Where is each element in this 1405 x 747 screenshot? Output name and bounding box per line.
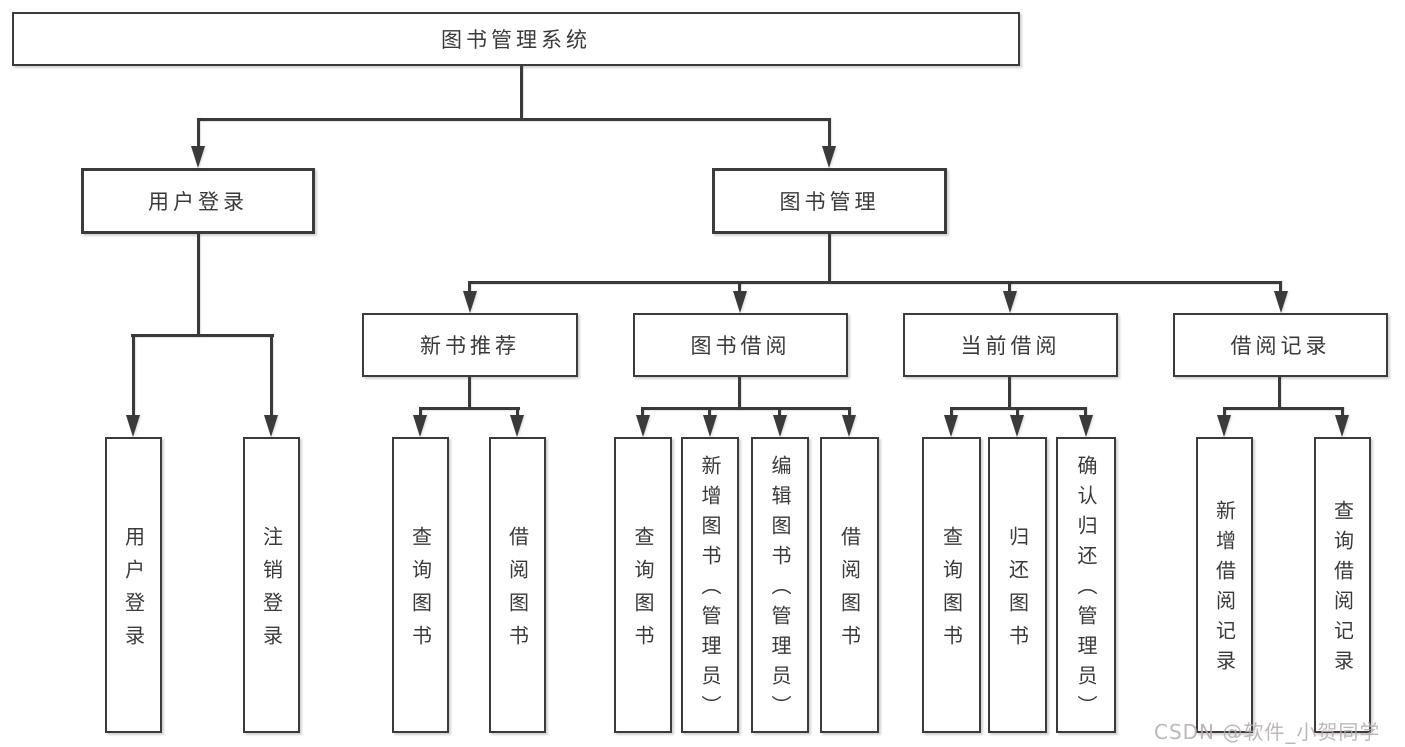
leaf-borrow-add-books-admin-label: 新增图书（管理员） bbox=[698, 455, 722, 725]
arrowhead-nb-borrow-icon bbox=[510, 415, 524, 437]
leaf-borrow-add-books-admin: 新增图书（管理员） bbox=[681, 437, 739, 733]
connector-borrow-stem bbox=[738, 377, 741, 410]
connector-to-newbook bbox=[468, 281, 471, 293]
leaf-current-confirm-return-admin-label: 确认归还（管理员） bbox=[1074, 455, 1098, 725]
connector-to-cu-confirm bbox=[1084, 407, 1087, 417]
leaf-current-query-books: 查询图书 bbox=[922, 437, 981, 733]
node-user-login: 用户登录 bbox=[81, 168, 315, 234]
node-book-borrow: 图书借阅 bbox=[633, 313, 848, 377]
connector-to-leaf-user-login bbox=[132, 334, 135, 417]
node-new-book-recommend: 新书推荐 bbox=[362, 313, 578, 377]
leaf-borrow-borrow-books-label: 借阅图书 bbox=[837, 525, 862, 658]
connector-to-records bbox=[1279, 281, 1282, 293]
leaf-logout: 注销登录 bbox=[243, 437, 300, 733]
connector-root-branch bbox=[197, 118, 831, 121]
leaf-borrow-borrow-books: 借阅图书 bbox=[820, 437, 879, 733]
arrowhead-bw-edit-icon bbox=[773, 415, 787, 437]
connector-records-branch bbox=[1223, 407, 1344, 410]
connector-to-leaf-logout bbox=[270, 334, 273, 417]
arrowhead-cu-query-icon bbox=[944, 415, 958, 437]
leaf-current-query-books-label: 查询图书 bbox=[939, 525, 964, 658]
leaf-records-query-record: 查询借阅记录 bbox=[1314, 437, 1371, 733]
csdn-watermark: CSDN @软件_小贺同学 bbox=[1154, 720, 1381, 744]
arrowhead-records-icon bbox=[1274, 291, 1288, 313]
connector-login-stem bbox=[197, 234, 200, 337]
node-borrow-records: 借阅记录 bbox=[1173, 313, 1388, 377]
node-borrow-records-label: 借阅记录 bbox=[1230, 334, 1331, 358]
connector-to-cu-return bbox=[1016, 407, 1019, 417]
arrowhead-leaf-logout-icon bbox=[264, 415, 278, 437]
node-current-borrow: 当前借阅 bbox=[903, 313, 1118, 377]
leaf-newbook-borrow-books-label: 借阅图书 bbox=[505, 525, 530, 658]
connector-to-bw-add bbox=[708, 407, 711, 417]
leaf-borrow-edit-books-admin: 编辑图书（管理员） bbox=[751, 437, 809, 733]
arrowhead-leaf-user-login-icon bbox=[126, 415, 140, 437]
connector-to-rc-add bbox=[1223, 407, 1226, 417]
leaf-records-add-record-label: 新增借阅记录 bbox=[1212, 500, 1237, 680]
connector-management-branch bbox=[468, 281, 1282, 284]
arrowhead-cu-confirm-icon bbox=[1079, 415, 1093, 437]
arrowhead-current-icon bbox=[1003, 291, 1017, 313]
node-book-borrow-label: 图书借阅 bbox=[690, 334, 791, 358]
leaf-borrow-query-books-label: 查询图书 bbox=[631, 525, 655, 658]
leaf-user-login: 用户登录 bbox=[105, 437, 162, 733]
connector-to-user-login bbox=[197, 118, 200, 148]
arrowhead-book-management-icon bbox=[822, 146, 836, 168]
leaf-current-return-books-label: 归还图书 bbox=[1005, 525, 1030, 658]
connector-to-nb-borrow bbox=[516, 407, 519, 417]
connector-to-rc-query bbox=[1341, 407, 1344, 417]
node-root-label: 图书管理系统 bbox=[441, 28, 591, 52]
leaf-records-add-record: 新增借阅记录 bbox=[1196, 437, 1253, 733]
leaf-newbook-query-books: 查询图书 bbox=[392, 437, 449, 733]
leaf-logout-label: 注销登录 bbox=[259, 525, 284, 658]
connector-records-stem bbox=[1278, 377, 1281, 410]
arrowhead-bw-query-icon bbox=[636, 415, 650, 437]
arrowhead-cu-return-icon bbox=[1010, 415, 1024, 437]
connector-to-current bbox=[1008, 281, 1011, 293]
arrowhead-newbook-icon bbox=[463, 291, 477, 313]
connector-to-bw-edit bbox=[778, 407, 781, 417]
connector-to-book-management bbox=[828, 118, 831, 148]
leaf-user-login-label: 用户登录 bbox=[121, 525, 146, 658]
connector-current-stem bbox=[1008, 377, 1011, 410]
leaf-newbook-query-books-label: 查询图书 bbox=[408, 525, 433, 658]
leaf-current-return-books: 归还图书 bbox=[988, 437, 1047, 733]
connector-root-stem bbox=[520, 66, 523, 118]
connector-newbook-stem bbox=[468, 377, 471, 410]
arrowhead-rc-add-icon bbox=[1217, 415, 1231, 437]
arrowhead-bw-borrow-icon bbox=[842, 415, 856, 437]
arrowhead-bw-add-icon bbox=[703, 415, 717, 437]
node-book-management-label: 图书管理 bbox=[779, 190, 880, 214]
leaf-current-confirm-return-admin: 确认归还（管理员） bbox=[1056, 437, 1116, 733]
node-current-borrow-label: 当前借阅 bbox=[960, 334, 1061, 358]
connector-management-stem bbox=[828, 234, 831, 284]
connector-to-nb-query bbox=[419, 407, 422, 417]
connector-to-bw-borrow bbox=[848, 407, 851, 417]
arrowhead-rc-query-icon bbox=[1335, 415, 1349, 437]
connector-to-bw-query bbox=[641, 407, 644, 417]
arrowhead-borrow-icon bbox=[733, 291, 747, 313]
leaf-borrow-query-books: 查询图书 bbox=[614, 437, 672, 733]
arrowhead-user-login-icon bbox=[191, 146, 205, 168]
node-root: 图书管理系统 bbox=[12, 12, 1020, 66]
arrowhead-nb-query-icon bbox=[413, 415, 427, 437]
connector-login-branch bbox=[131, 334, 274, 337]
leaf-records-query-record-label: 查询借阅记录 bbox=[1330, 500, 1355, 680]
connector-to-cu-query bbox=[950, 407, 953, 417]
connector-to-borrow bbox=[738, 281, 741, 293]
node-book-management: 图书管理 bbox=[712, 168, 947, 234]
leaf-newbook-borrow-books: 借阅图书 bbox=[489, 437, 546, 733]
node-user-login-label: 用户登录 bbox=[148, 190, 248, 214]
leaf-borrow-edit-books-admin-label: 编辑图书（管理员） bbox=[768, 455, 792, 725]
connector-borrow-branch bbox=[641, 407, 850, 410]
node-new-book-recommend-label: 新书推荐 bbox=[420, 334, 520, 358]
connector-newbook-branch bbox=[419, 407, 520, 410]
